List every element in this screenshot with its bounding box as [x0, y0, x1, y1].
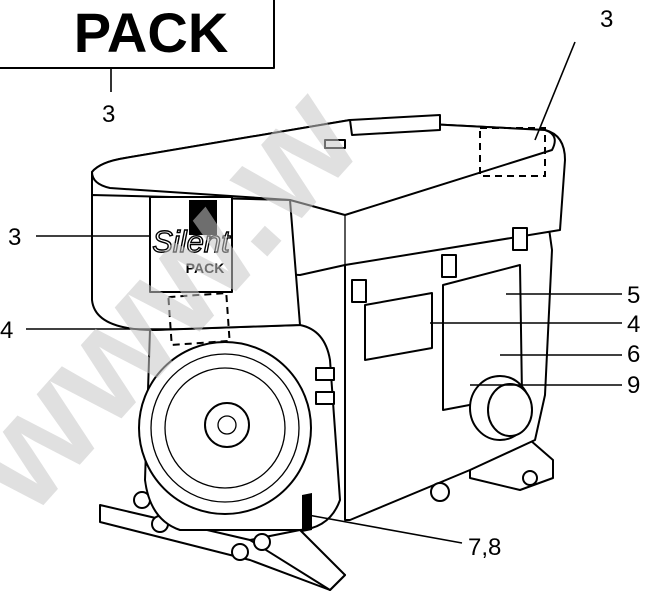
flywheel-hub — [204, 402, 250, 448]
connectors — [315, 367, 335, 405]
exhaust-inner — [487, 383, 533, 437]
front-flywheel — [138, 291, 312, 532]
flywheel-ring — [164, 367, 286, 489]
hidden-label-front — [167, 291, 231, 347]
callout-label: 5 — [627, 282, 640, 309]
leader-line — [534, 41, 576, 141]
logo-box-border — [0, 0, 275, 69]
connector — [315, 391, 335, 405]
connector — [315, 367, 335, 381]
logo-box: PACK — [0, 0, 275, 92]
callout-label: 6 — [627, 341, 640, 368]
hood-top-vent — [349, 114, 441, 136]
hub-center — [217, 415, 237, 435]
lifting-eye — [441, 254, 457, 278]
label-plate-4 — [364, 292, 433, 361]
front-skid-side — [249, 529, 346, 591]
base-bolt — [522, 470, 538, 486]
mounting-base — [99, 439, 554, 591]
hood-latch — [324, 139, 346, 149]
exhaust-outlet — [430, 375, 533, 502]
callout-label: 4 — [627, 311, 640, 338]
logo-block — [189, 200, 217, 235]
hood-top — [91, 119, 556, 216]
callout-label: 3 — [102, 101, 115, 128]
drain-plug — [430, 482, 450, 502]
callout-label: 9 — [627, 372, 640, 399]
logo-small-pack-text: PACK — [186, 260, 225, 276]
side-labels — [351, 227, 528, 411]
serial-plate — [302, 493, 312, 532]
logo-pack-text: PACK — [74, 1, 229, 64]
callout-label: 3 — [8, 224, 21, 251]
callouts: 3 3 3 4 5 4 6 9 7,8 — [0, 6, 640, 561]
hidden-label-rear — [479, 127, 546, 177]
callout-label: 7,8 — [468, 534, 501, 561]
silent-pack-logo: Silent PACK — [149, 196, 233, 293]
lifting-eye — [351, 279, 367, 303]
logo-silent-text: Silent — [152, 224, 231, 259]
callout-label: 4 — [0, 317, 13, 344]
callout-label: 3 — [600, 6, 613, 33]
base-bolt — [231, 543, 249, 561]
base-bolt — [253, 533, 271, 551]
hood-edge — [289, 199, 346, 216]
leader-lines — [26, 41, 622, 544]
flywheel-ring — [150, 353, 300, 503]
leader-line — [307, 514, 463, 544]
lifting-eye — [512, 227, 528, 251]
